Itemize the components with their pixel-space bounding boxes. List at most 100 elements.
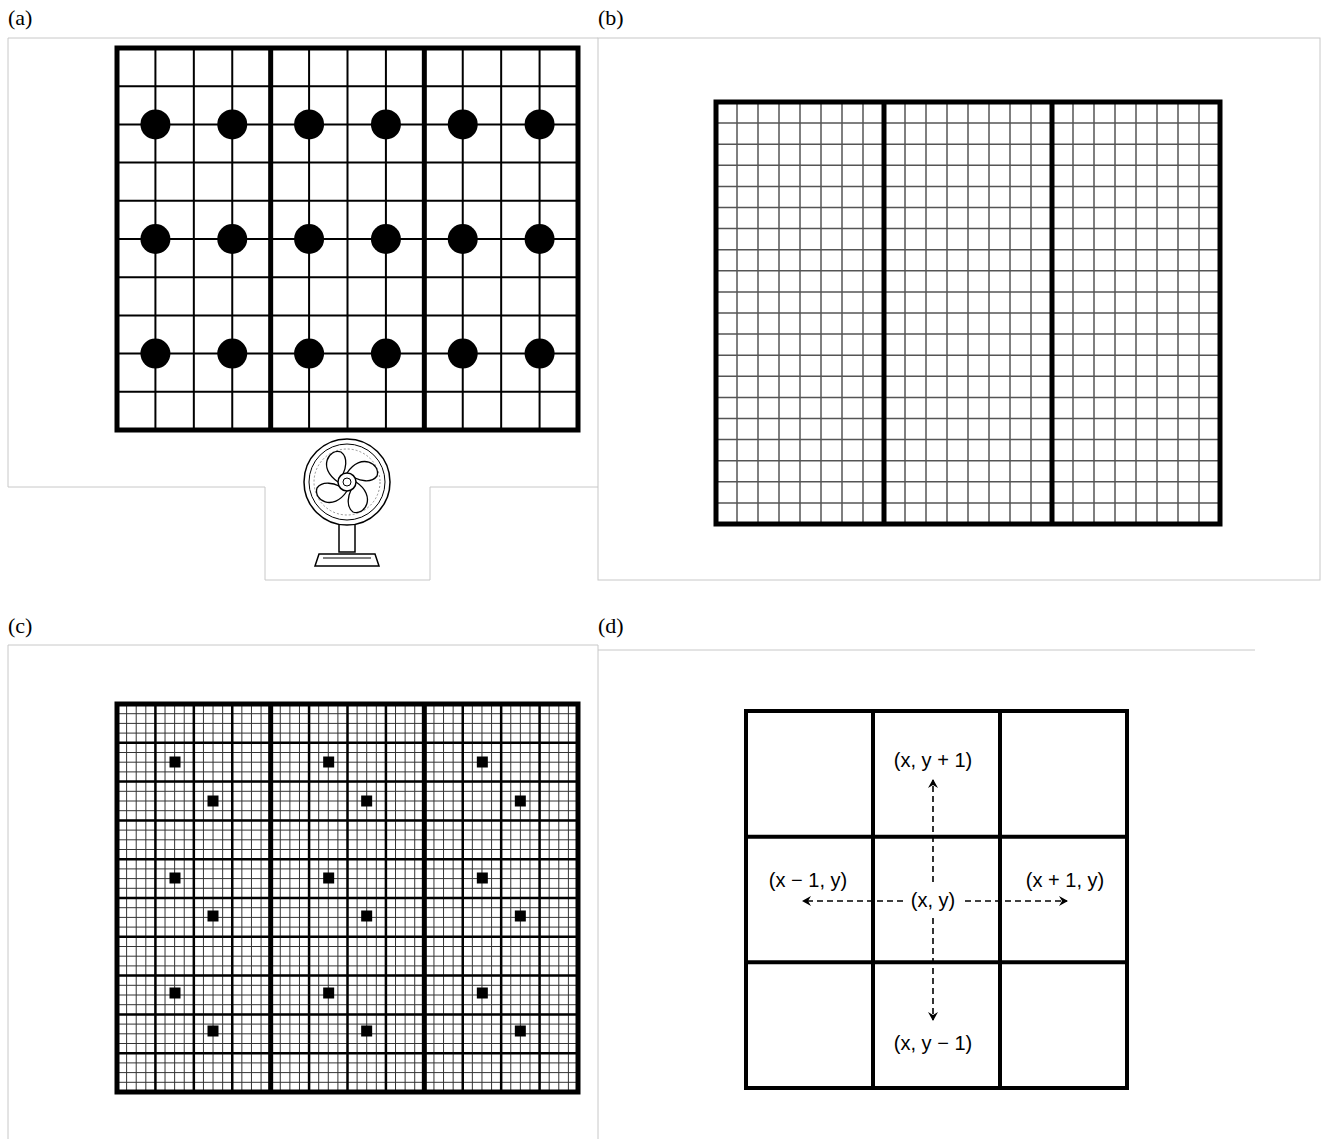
server-cell <box>477 757 488 768</box>
fine-grid-line <box>270 704 271 1092</box>
fine-grid-line <box>716 228 1220 230</box>
server-cell <box>170 757 181 768</box>
grid-line <box>117 162 578 164</box>
fan-guard <box>314 449 380 515</box>
server-dot <box>140 224 170 254</box>
fine-grid-line <box>716 481 1220 483</box>
grid-line <box>117 936 578 939</box>
grid-line <box>117 974 578 977</box>
fine-grid-line <box>716 270 1220 272</box>
server-dot <box>371 224 401 254</box>
fine-grid-line <box>716 397 1220 399</box>
dashed-arrow <box>932 918 934 1020</box>
server-cell <box>208 1026 219 1037</box>
fine-grid-line <box>716 249 1220 251</box>
fine-grid-line <box>716 165 1220 167</box>
coordinate-label: (x + 1, y) <box>1024 869 1106 891</box>
grid-line <box>117 1013 578 1016</box>
grid-line <box>117 742 578 745</box>
panel-label: (b) <box>598 6 624 30</box>
grid-line <box>117 123 578 125</box>
grid-line <box>117 85 578 87</box>
server-dot <box>525 224 555 254</box>
section-divider <box>882 102 887 524</box>
fan-guard <box>304 439 390 525</box>
server-dot <box>371 339 401 369</box>
coordinate-label: (x, y − 1) <box>892 1032 974 1054</box>
section-divider <box>268 48 273 430</box>
coordinate-label: (x, y + 1) <box>892 749 974 771</box>
fan-guard <box>309 444 385 520</box>
server-dot <box>217 109 247 139</box>
server-cell <box>323 757 334 768</box>
fan-hub <box>343 478 351 486</box>
fine-grid-line <box>117 975 578 976</box>
stencil-boundary <box>746 711 1127 1088</box>
fine-grid-line <box>117 1053 578 1054</box>
fine-grid-line <box>716 354 1220 356</box>
server-cell <box>515 911 526 922</box>
server-dot <box>525 109 555 139</box>
fine-grid-line <box>716 376 1220 378</box>
fine-grid-line <box>117 859 578 860</box>
server-cell <box>323 988 334 999</box>
server-cell <box>208 911 219 922</box>
grid-line <box>117 276 578 278</box>
fine-grid-line <box>117 1014 578 1015</box>
fine-grid-line <box>117 936 578 937</box>
fine-grid-line <box>716 122 1220 124</box>
grid-line <box>117 200 578 202</box>
server-dot <box>140 109 170 139</box>
fine-grid-line <box>716 143 1220 145</box>
grid-line <box>117 238 578 240</box>
server-dot <box>217 339 247 369</box>
section-divider <box>422 48 427 430</box>
server-dot <box>294 224 324 254</box>
server-dot <box>140 339 170 369</box>
server-cell <box>477 988 488 999</box>
dashed-arrow <box>803 900 903 902</box>
grid-line <box>117 353 578 355</box>
fine-grid-line <box>716 502 1220 504</box>
stencil-line <box>998 711 1002 1088</box>
section-divider <box>1050 102 1055 524</box>
fine-grid-line <box>117 742 578 743</box>
panel-frame <box>8 38 598 580</box>
fan-neck <box>339 522 355 552</box>
coordinate-label: (x − 1, y) <box>767 869 849 891</box>
server-cell <box>361 911 372 922</box>
fine-grid-line <box>716 312 1220 314</box>
server-cell <box>170 988 181 999</box>
fine-grid-line <box>716 186 1220 188</box>
fan-base-line <box>323 558 371 559</box>
server-dot <box>217 224 247 254</box>
panel-frame <box>598 650 1255 651</box>
dashed-arrow <box>932 780 934 882</box>
fine-grid-line <box>883 102 885 524</box>
room-boundary <box>716 102 1220 524</box>
server-cell <box>361 796 372 807</box>
grid-line <box>117 314 578 316</box>
fine-grid-line <box>716 207 1220 209</box>
fine-grid-line <box>117 781 578 782</box>
dashed-arrow <box>965 900 1067 902</box>
fine-grid-line <box>716 418 1220 420</box>
grid-line <box>423 704 426 1092</box>
fine-grid-line <box>716 460 1220 462</box>
neighbor-arrows <box>803 780 1067 1020</box>
server-dot <box>294 109 324 139</box>
room-boundary <box>117 48 578 430</box>
server-cell <box>208 796 219 807</box>
panel-label: (a) <box>8 6 32 30</box>
fine-grid-line <box>1051 102 1053 524</box>
grid-line <box>117 391 578 393</box>
grids <box>117 48 1220 1092</box>
panel-frames <box>8 38 1320 1139</box>
grid-line <box>423 48 425 430</box>
room-boundary <box>117 704 578 1092</box>
server-cell <box>477 873 488 884</box>
fine-grid-line <box>424 704 425 1092</box>
fine-grid-line <box>716 333 1220 335</box>
stencil-line <box>746 960 1127 964</box>
